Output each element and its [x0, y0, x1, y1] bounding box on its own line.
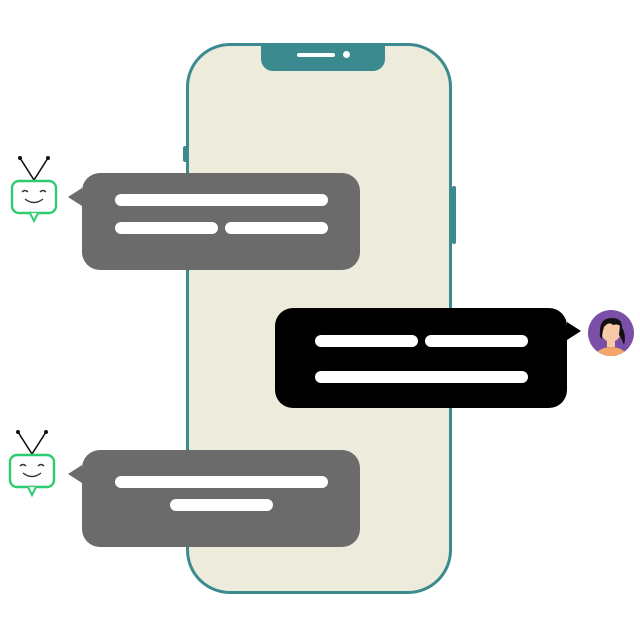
message-text-line: [170, 499, 273, 511]
robot-tv-icon: [10, 156, 58, 224]
message-text-line: [225, 222, 328, 234]
speaker-icon: [297, 53, 335, 57]
message-text-line: [115, 222, 218, 234]
robot-tv-icon: [8, 430, 56, 498]
camera-icon: [343, 51, 350, 58]
bot-message-bubble: [68, 450, 360, 547]
user-message-bubble: [275, 308, 581, 408]
message-text-line: [115, 476, 328, 488]
phone-side-button-right: [452, 186, 456, 244]
phone-notch: [261, 43, 385, 71]
phone-side-button-left: [183, 146, 187, 162]
user-avatar-icon: [588, 310, 634, 356]
message-text-line: [315, 335, 418, 347]
message-text-line: [425, 335, 528, 347]
message-text-line: [315, 371, 528, 383]
bot-message-bubble: [68, 173, 360, 270]
message-text-line: [115, 194, 328, 206]
